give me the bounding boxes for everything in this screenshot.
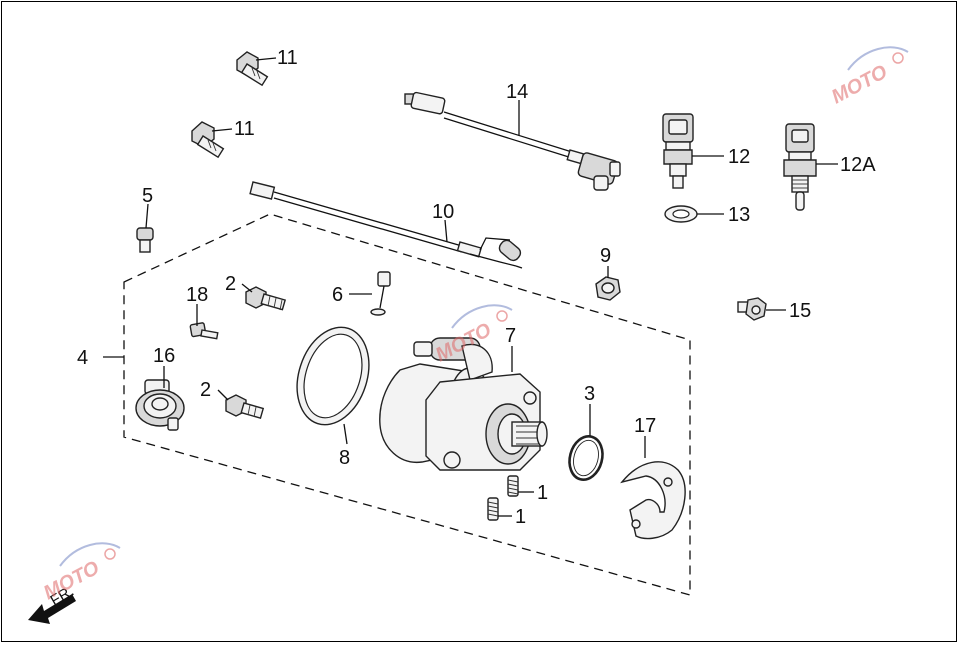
bolt-11-lower — [191, 121, 225, 159]
watermark-logo-bottom-left: MOTO — [40, 542, 121, 604]
watermark-logo-top-right: MOTO — [828, 46, 909, 109]
label-15: 15 — [789, 300, 811, 322]
label-2-lower: 2 — [200, 379, 211, 401]
label-14: 14 — [506, 81, 528, 103]
leader-lines — [103, 57, 838, 517]
plug-16 — [135, 379, 185, 431]
label-3: 3 — [584, 383, 595, 405]
label-12: 12 — [728, 146, 750, 168]
label-12a: 12A — [840, 154, 876, 176]
o-ring-3 — [568, 435, 604, 481]
assembly-boundary — [123, 213, 691, 596]
label-9: 9 — [600, 245, 611, 267]
label-2-upper: 2 — [225, 273, 236, 295]
label-1-lower: 1 — [515, 506, 526, 528]
bolt-2-lower — [225, 394, 265, 419]
bolt-15 — [737, 297, 767, 321]
label-5: 5 — [142, 185, 153, 207]
label-17: 17 — [634, 415, 656, 437]
bolt-2-upper — [245, 286, 287, 311]
gasket-8 — [296, 326, 370, 426]
sensor-cable-14 — [404, 91, 621, 191]
cap-nut-5 — [136, 227, 154, 253]
label-1-upper: 1 — [537, 482, 548, 504]
cover-plate-17 — [620, 461, 686, 540]
starter-motor-7 — [379, 337, 548, 471]
sensor-12a — [783, 123, 817, 211]
label-13: 13 — [728, 204, 750, 226]
label-11-lower: 11 — [234, 118, 255, 140]
brush-spring-6 — [370, 271, 391, 316]
bolt-11-upper — [236, 51, 269, 87]
watermark-text-top-right: MOTO — [828, 61, 891, 109]
label-18: 18 — [186, 284, 208, 306]
label-4: 4 — [77, 347, 88, 369]
label-11-upper: 11 — [277, 47, 298, 69]
label-8: 8 — [339, 447, 350, 469]
label-7: 7 — [505, 325, 516, 347]
washer-13 — [664, 205, 698, 223]
label-10: 10 — [432, 201, 454, 223]
nut-9 — [595, 276, 621, 301]
sensor-12 — [662, 113, 694, 189]
spring-1-upper — [507, 475, 519, 497]
label-16: 16 — [153, 345, 175, 367]
label-6: 6 — [332, 284, 343, 306]
spring-1-lower — [487, 497, 499, 521]
wire-harness-10 — [249, 181, 523, 269]
clip-18 — [189, 322, 219, 340]
